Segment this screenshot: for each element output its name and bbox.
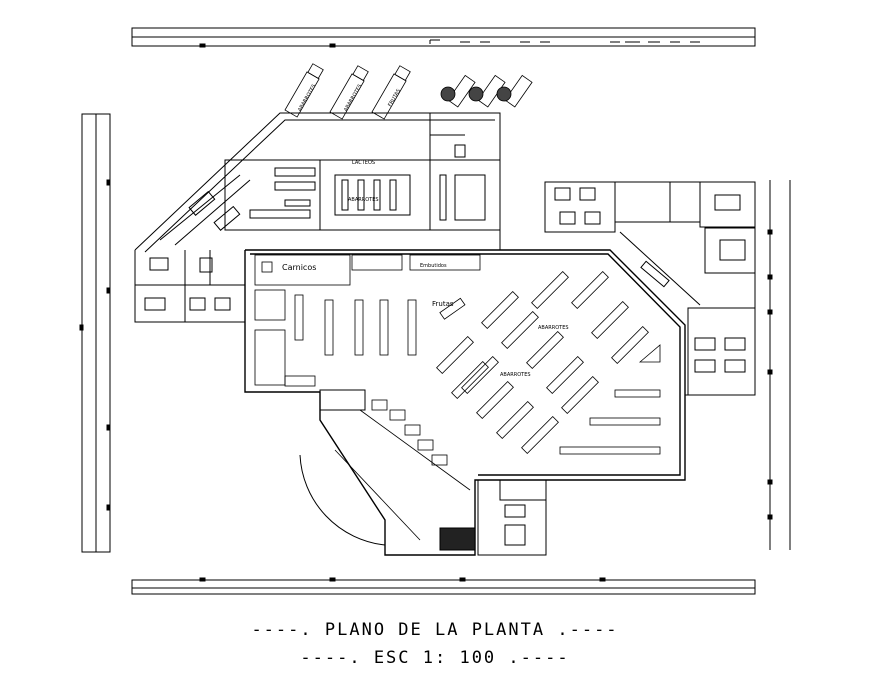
bottom-dimension-line xyxy=(131,577,756,595)
label-lacteos: LACTEOS xyxy=(352,160,376,166)
perimeter-shelves xyxy=(559,344,661,455)
right-dimension-line xyxy=(767,180,791,550)
gondola-shelves xyxy=(436,271,649,454)
left-offices xyxy=(134,174,251,323)
gondola-shelf xyxy=(571,271,609,309)
gondola-shelf xyxy=(546,356,584,394)
gondola-shelf xyxy=(521,416,559,454)
scale-prefix: ----. xyxy=(300,648,362,668)
title-text: PLANO DE LA PLANTA xyxy=(324,620,546,640)
gondola-shelf xyxy=(496,401,534,439)
title-suffix: .---- xyxy=(557,620,619,640)
right-offices xyxy=(544,181,756,396)
plan-scale: ----. ESC 1: 100 .---- xyxy=(0,648,870,668)
label-abarrotes-main: ABARROTES xyxy=(538,325,569,331)
gondola-shelf xyxy=(436,336,474,374)
entrance xyxy=(299,389,476,551)
gondola-shelf xyxy=(451,361,489,399)
left-dimension-line xyxy=(79,113,111,553)
checkout-lanes xyxy=(334,399,471,541)
top-dimension-line xyxy=(131,27,756,48)
gondola-shelf xyxy=(591,301,629,339)
gondola-shelf xyxy=(526,331,564,369)
main-sales-floor xyxy=(244,249,686,556)
title-prefix: ----. xyxy=(251,620,313,640)
scale-suffix: .---- xyxy=(508,648,570,668)
gondola-shelf xyxy=(461,356,499,394)
gondola-shelf xyxy=(481,291,519,329)
loading-dock-area xyxy=(134,112,501,253)
back-of-house xyxy=(224,159,486,231)
plan-title: ----. PLANO DE LA PLANTA .---- xyxy=(0,620,870,640)
gondola-shelf xyxy=(501,311,539,349)
label-embutidos: Embutidos xyxy=(420,263,447,269)
label-frutas: Frutas xyxy=(432,300,454,308)
gondola-shelf xyxy=(611,326,649,364)
gondola-shelf xyxy=(561,376,599,414)
label-carnicos: Carnicos xyxy=(282,263,317,272)
label-abarrotes-top: ABARROTES xyxy=(348,197,379,203)
gondola-shelf xyxy=(531,271,569,309)
scale-text: ESC 1: 100 xyxy=(373,648,497,668)
service-rooms xyxy=(477,479,547,556)
delivery-trucks xyxy=(284,63,533,120)
gondola-shelf xyxy=(476,381,514,419)
meat-counter xyxy=(254,254,481,387)
label-abarrotes-center: ABARROTES xyxy=(500,372,531,378)
